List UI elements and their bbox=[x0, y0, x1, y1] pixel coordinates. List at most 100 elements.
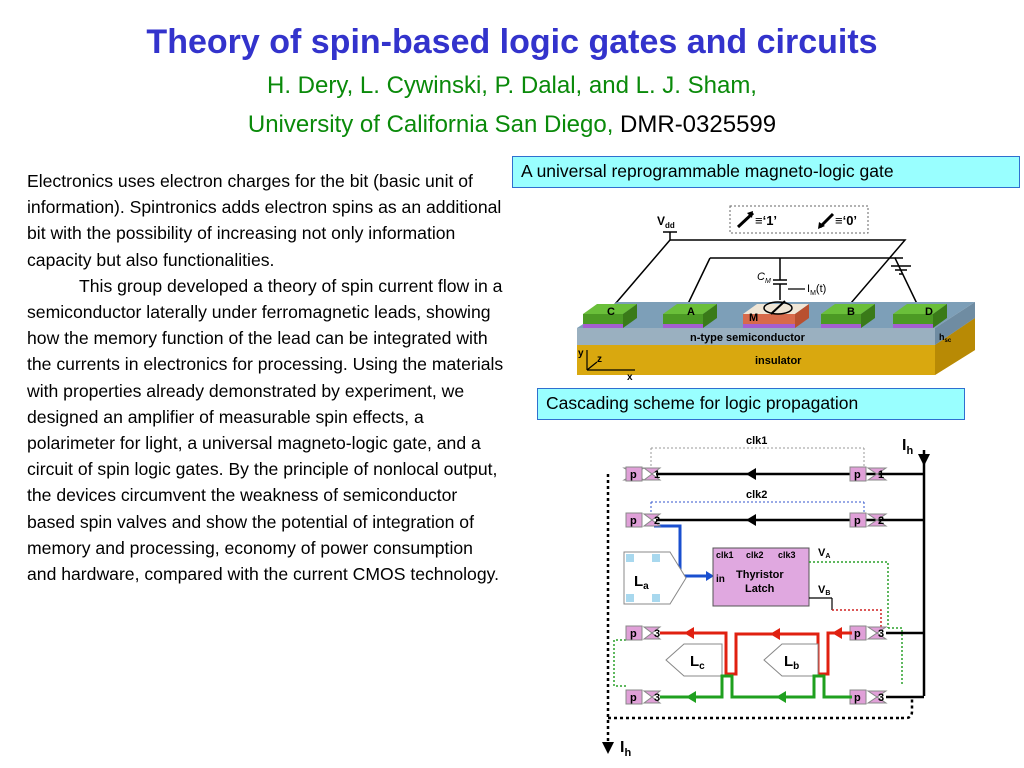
valve-row4-right: p 3 bbox=[849, 689, 888, 705]
affiliation-line: University of California San Diego, DMR-… bbox=[0, 110, 1024, 140]
valve-row3-left: p 3 bbox=[625, 625, 662, 641]
blue-arrow-icon bbox=[706, 571, 714, 581]
svg-text:3: 3 bbox=[878, 692, 884, 704]
latch-in: in bbox=[716, 574, 725, 585]
hsc-label: hsc bbox=[939, 332, 952, 344]
lc-block: Lc bbox=[665, 643, 723, 677]
ih-bottom-label: Ih bbox=[620, 739, 631, 759]
im-label: IM(t) bbox=[807, 283, 826, 297]
authors: H. Dery, L. Cywinski, P. Dalal, and L. J… bbox=[267, 72, 757, 99]
contact-d: D bbox=[893, 304, 947, 328]
capacitor-icon bbox=[773, 279, 787, 300]
body-text: Electronics uses electron charges for th… bbox=[27, 168, 505, 587]
lb-block: Lb bbox=[763, 643, 819, 677]
right-green-dotted bbox=[888, 627, 903, 686]
valve-row3-right: p 3 bbox=[849, 625, 888, 641]
svg-text:2: 2 bbox=[654, 515, 660, 527]
svg-text:2: 2 bbox=[878, 515, 884, 527]
axis-x-label: x bbox=[627, 372, 633, 382]
svg-text:1: 1 bbox=[878, 469, 884, 481]
latch-clk2: clk2 bbox=[746, 550, 764, 560]
semiconductor-label: n-type semiconductor bbox=[690, 332, 806, 344]
cascading-scheme-figure: Ih Ih clk1 clk2 p 1 p 1 p bbox=[602, 435, 930, 759]
latch-sub: Latch bbox=[745, 583, 775, 595]
row2-arrow-icon bbox=[746, 514, 756, 526]
lc-label: Lc bbox=[690, 653, 705, 672]
legend-one: ≡‘1’ bbox=[755, 213, 777, 228]
magneto-logic-gate-figure: ≡‘1’ ≡‘0’ Vdd CM IM(t) n-type semiconduc… bbox=[577, 205, 975, 382]
row4-green-wire bbox=[660, 674, 852, 699]
svg-text:p: p bbox=[630, 515, 637, 527]
ground-icon bbox=[891, 265, 911, 275]
svg-text:3: 3 bbox=[654, 628, 660, 640]
row4-arrow1-icon bbox=[686, 691, 696, 703]
svg-text:p: p bbox=[854, 469, 861, 481]
magnet-ring-icon bbox=[763, 301, 793, 315]
latch-title: Thyristor bbox=[736, 569, 784, 581]
contact-d-label: D bbox=[925, 306, 933, 318]
valve-row2-right: p 2 bbox=[849, 512, 888, 528]
latch-clk3: clk3 bbox=[778, 550, 796, 560]
valve-row1-left: p 1 bbox=[622, 466, 662, 482]
clk2-label: clk2 bbox=[746, 489, 767, 501]
latch-clk1: clk1 bbox=[716, 550, 734, 560]
row4-arrow2-icon bbox=[776, 691, 786, 703]
lb-label: Lb bbox=[784, 653, 799, 672]
row3-arrow3-icon bbox=[832, 627, 842, 639]
legend-box bbox=[729, 205, 869, 234]
ih-top-label: Ih bbox=[902, 437, 913, 457]
contact-b-label: B bbox=[847, 306, 855, 318]
vb-red-dotted bbox=[832, 609, 882, 628]
ih-top-arrow-icon bbox=[918, 454, 930, 466]
semiconductor-front bbox=[577, 328, 935, 345]
arrow-down-head-icon bbox=[818, 222, 825, 229]
svg-text:p: p bbox=[630, 469, 637, 481]
page-title: Theory of spin-based logic gates and cir… bbox=[146, 23, 878, 61]
va-label: VA bbox=[818, 547, 830, 560]
gate-wires bbox=[609, 239, 921, 311]
insulator-side bbox=[935, 318, 975, 375]
svg-text:p: p bbox=[630, 692, 637, 704]
svg-text:p: p bbox=[854, 628, 861, 640]
figure1-caption: A universal reprogrammable magneto-logic… bbox=[512, 156, 1020, 188]
axes-icon bbox=[586, 350, 635, 371]
left-green-dotted bbox=[613, 639, 626, 687]
ih-bottom-arrow-icon bbox=[602, 742, 614, 754]
la-block: La bbox=[623, 551, 687, 605]
arrow-up-head-icon bbox=[747, 211, 753, 218]
svg-text:3: 3 bbox=[654, 692, 660, 704]
contact-m-label: M bbox=[749, 312, 758, 324]
thyristor-latch bbox=[712, 547, 810, 607]
insulator-layer bbox=[577, 318, 975, 375]
svg-text:p: p bbox=[854, 515, 861, 527]
legend-zero: ≡‘0’ bbox=[835, 213, 857, 228]
insulator-label: insulator bbox=[755, 355, 802, 367]
paragraph-1: Electronics uses electron charges for th… bbox=[27, 171, 502, 270]
contact-a-label: A bbox=[687, 306, 695, 318]
vdd-label: Vdd bbox=[657, 214, 675, 230]
contact-m: M bbox=[743, 300, 809, 328]
svg-text:p: p bbox=[854, 692, 861, 704]
semiconductor-side bbox=[935, 302, 975, 345]
cm-label: CM bbox=[757, 271, 771, 285]
contact-c-label: C bbox=[607, 306, 615, 318]
valve-row4-left: p 3 bbox=[625, 689, 662, 705]
valve-row1-right: p 1 bbox=[849, 466, 888, 482]
row1-arrow-icon bbox=[746, 468, 756, 480]
vb-label: VB bbox=[818, 584, 830, 597]
clk1-label: clk1 bbox=[746, 435, 767, 447]
row3-arrow2-icon bbox=[770, 628, 780, 640]
paragraph-2: This group developed a theory of spin cu… bbox=[27, 275, 504, 585]
svg-text:p: p bbox=[630, 628, 637, 640]
contact-b: B bbox=[821, 304, 875, 328]
contact-a: A bbox=[663, 304, 717, 328]
affiliation: University of California San Diego, bbox=[247, 111, 614, 138]
figure2-caption: Cascading scheme for logic propagation bbox=[537, 388, 965, 420]
axis-y-label: y bbox=[578, 348, 584, 359]
svg-text:1: 1 bbox=[654, 469, 660, 481]
la-label: La bbox=[634, 573, 649, 592]
grant-number: DMR-0325599 bbox=[620, 111, 777, 138]
valve-row2-left: p 2 bbox=[625, 512, 662, 528]
svg-text:3: 3 bbox=[878, 628, 884, 640]
axis-z-label: z bbox=[597, 354, 602, 365]
